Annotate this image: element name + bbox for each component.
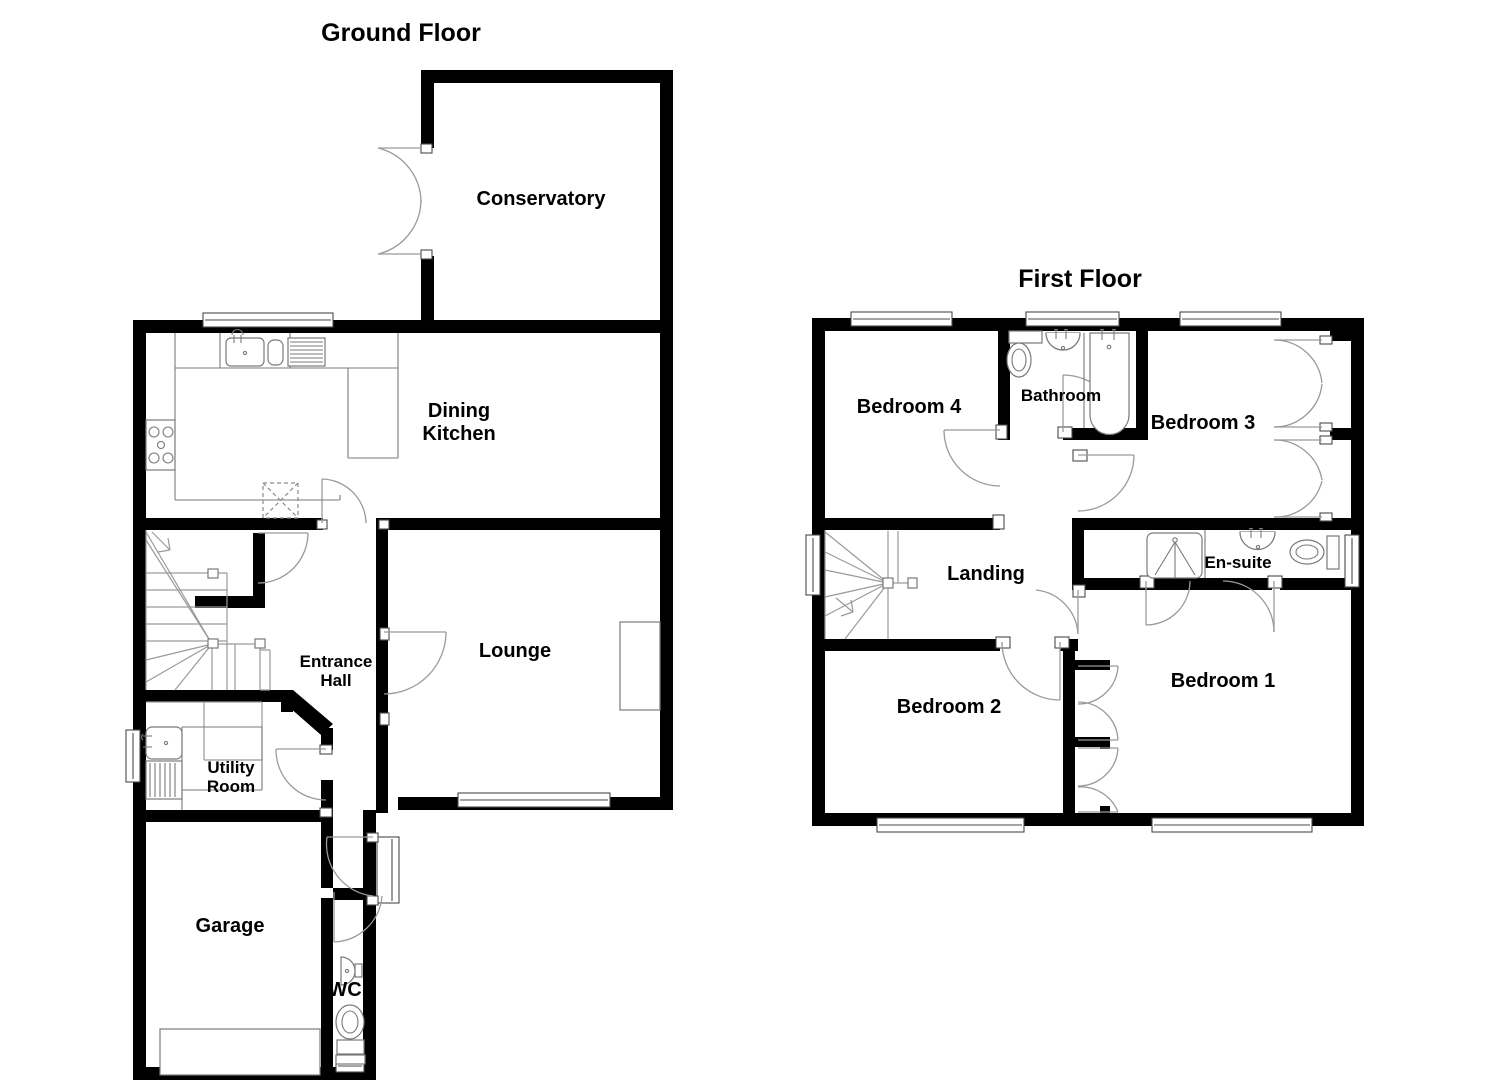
landing-window: [805, 534, 821, 596]
stair-cupboard-door: [257, 532, 309, 584]
lounge-fireplace: [619, 621, 661, 711]
ground-floor-windows: [125, 312, 611, 1073]
room-label-en-suite: En-suite: [1204, 553, 1271, 572]
bathroom-bath: [1083, 328, 1130, 436]
ensuite-toilet: [1289, 535, 1340, 570]
ensuite-basin: [1239, 527, 1276, 551]
room-label-entrance-hall-line2: Hall: [320, 671, 351, 690]
bathroom-basin: [1045, 328, 1081, 351]
kitchen-hall-door: [316, 478, 390, 530]
bedroom-3-door: [1072, 449, 1135, 512]
first-floor-labels: Bedroom 4 Bathroom Bedroom 3 Landing En-…: [857, 386, 1275, 718]
utility-door: [275, 744, 333, 818]
first-floor-title: First Floor: [1018, 265, 1142, 293]
ensuite-door: [1139, 575, 1283, 633]
room-label-utility-line1: Utility: [207, 758, 255, 777]
ground-floor-title: Ground Floor: [321, 19, 481, 47]
ground-floor-labels: Conservatory Dining Kitchen Lounge Entra…: [196, 188, 607, 1001]
staircase: [145, 530, 271, 761]
utility-window: [125, 729, 141, 783]
utility-sink: [141, 726, 183, 760]
kitchen-worktop: [146, 333, 399, 501]
room-label-lounge: Lounge: [479, 640, 551, 662]
bedroom-3-window: [1179, 311, 1282, 327]
ground-floor-walls: [133, 70, 673, 1080]
room-label-bedroom-1: Bedroom 1: [1171, 670, 1275, 692]
room-label-entrance-hall-line1: Entrance: [300, 652, 373, 671]
conservatory-french-doors: [377, 143, 433, 260]
kitchen-sink: [225, 329, 284, 367]
bedroom-3-wardrobes: [1273, 335, 1333, 522]
ensuite-window: [1344, 534, 1360, 588]
hall-lounge-door: [379, 627, 447, 726]
room-label-bathroom: Bathroom: [1021, 386, 1101, 405]
room-label-dining-kitchen-line1: Dining: [428, 400, 490, 422]
room-label-wc: WC: [328, 979, 361, 1001]
bedroom-2-window: [876, 817, 1025, 833]
garage-door: [159, 1028, 321, 1076]
wc-door: [333, 892, 383, 943]
ground-floor-fixtures: [141, 329, 661, 1076]
lounge-window: [457, 792, 611, 808]
bathroom-window: [1025, 311, 1120, 327]
ensuite-shower: [1146, 530, 1206, 579]
room-label-landing: Landing: [947, 563, 1025, 585]
room-label-dining-kitchen-line2: Kitchen: [422, 423, 495, 445]
room-label-bedroom-3: Bedroom 3: [1151, 412, 1255, 434]
landing-staircase: [824, 530, 918, 640]
bedroom-1-window: [1151, 817, 1313, 833]
kitchen-drainer: [287, 337, 326, 367]
bedroom-1-door: [1035, 584, 1086, 635]
room-label-bedroom-4: Bedroom 4: [857, 396, 962, 418]
bedroom-4-door: [943, 424, 1008, 530]
kitchen-hob: [145, 419, 176, 471]
room-label-utility-line2: Room: [207, 777, 255, 796]
bedroom-1-wardrobes: [1077, 665, 1119, 813]
wc-basin: [340, 956, 363, 986]
dishwasher-dashed: [262, 482, 299, 519]
bathroom-toilet: [1006, 330, 1043, 378]
room-label-conservatory: Conservatory: [477, 188, 607, 210]
kitchen-window: [202, 312, 334, 328]
ground-floor-doors: [257, 143, 447, 943]
first-floor-fixtures: [824, 328, 1340, 640]
first-floor-doors: [943, 335, 1333, 813]
utility-drainer: [145, 727, 183, 810]
room-label-bedroom-2: Bedroom 2: [897, 696, 1001, 718]
first-floor-windows: [805, 311, 1360, 833]
wc-toilet: [335, 1004, 366, 1065]
bedroom-2-door: [995, 636, 1070, 701]
room-label-garage: Garage: [196, 915, 265, 937]
front-door: [325, 832, 400, 906]
bedroom-4-window: [850, 311, 953, 327]
